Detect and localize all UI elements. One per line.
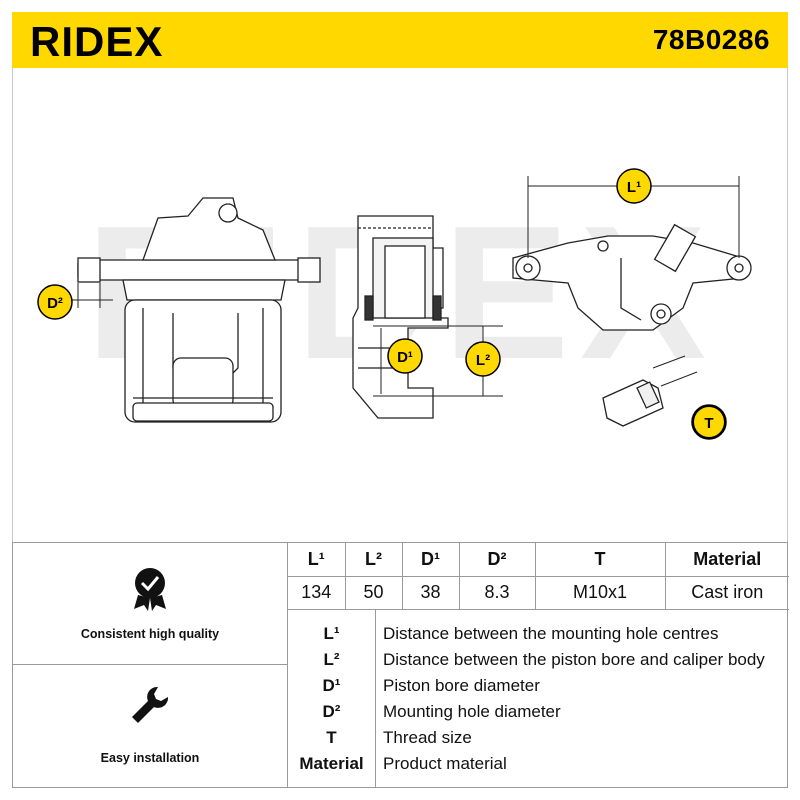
- spec-section: Consistent high quality Easy installatio…: [12, 542, 789, 788]
- legend-row: L² Distance between the piston bore and …: [288, 647, 789, 673]
- spec-value-row: 134 50 38 8.3 M10x1 Cast iron: [288, 575, 789, 610]
- quality-badge-icon: [134, 568, 166, 611]
- svg-text:RIDEX: RIDEX: [30, 18, 163, 62]
- spec-header-t: T: [534, 543, 666, 577]
- legend-symbol: D²: [322, 702, 341, 721]
- svg-text:L¹: L¹: [627, 179, 641, 196]
- spec-header-material: Material: [664, 543, 789, 577]
- svg-text:D²: D²: [47, 295, 63, 312]
- spec-header-d2: D²: [458, 543, 536, 577]
- spec-value-d2: 8.3: [458, 575, 536, 610]
- spec-value-l1: 134: [288, 575, 346, 610]
- thread-fitting-detail: [602, 379, 664, 427]
- legend-row: L¹ Distance between the mounting hole ce…: [288, 621, 789, 647]
- badge-d2: D²: [37, 284, 73, 320]
- caliper-drawing-svg: RIDEX D²: [37, 168, 752, 440]
- spec-table: L¹ L² D¹ D² T Material 134 50 38 8.3 M10…: [288, 543, 789, 610]
- ridex-logo: RIDEX: [30, 18, 163, 62]
- legend-description: Distance between the mounting hole centr…: [383, 624, 719, 643]
- caliper-cross-section: [352, 215, 449, 419]
- svg-text:L²: L²: [476, 352, 490, 369]
- legend-row: T Thread size: [288, 725, 789, 751]
- caliper-side-view: [512, 223, 752, 331]
- spec-value-material: Cast iron: [664, 575, 789, 610]
- spec-header-l1: L¹: [288, 543, 346, 577]
- caliper-front-view: [77, 197, 321, 423]
- spec-header-row: L¹ L² D¹ D² T Material: [288, 543, 789, 577]
- legend-symbol: L²: [323, 650, 340, 669]
- legend-divider: [375, 609, 376, 787]
- legend-description: Thread size: [383, 728, 472, 747]
- legend-symbol: T: [326, 728, 337, 747]
- dimension-legend: L¹ Distance between the mounting hole ce…: [288, 609, 789, 787]
- legend-row: D² Mounting hole diameter: [288, 699, 789, 725]
- technical-drawing: RIDEX D²: [12, 68, 788, 542]
- feature-label-installation: Easy installation: [100, 751, 200, 765]
- legend-row: Material Product material: [288, 751, 789, 777]
- legend-description: Distance between the piston bore and cal…: [383, 650, 765, 669]
- feature-quality: Consistent high quality: [13, 543, 288, 665]
- badge-l2: L²: [465, 341, 501, 377]
- t-dimension: [652, 355, 698, 387]
- svg-text:T: T: [704, 415, 713, 432]
- spec-header-l2: L²: [344, 543, 403, 577]
- header-bar: RIDEX 78B0286: [12, 12, 788, 68]
- spec-header-d1: D¹: [401, 543, 460, 577]
- spec-value-t: M10x1: [534, 575, 666, 610]
- legend-description: Piston bore diameter: [383, 676, 540, 695]
- part-number: 78B0286: [652, 24, 770, 55]
- badge-t: T: [691, 404, 727, 440]
- legend-description: Product material: [383, 754, 507, 773]
- legend-symbol: Material: [299, 754, 364, 773]
- legend-symbol: L¹: [323, 624, 340, 643]
- feature-label-quality: Consistent high quality: [80, 627, 220, 641]
- legend-description: Mounting hole diameter: [383, 702, 561, 721]
- spec-value-d1: 38: [401, 575, 460, 610]
- wrench-icon: [132, 686, 169, 723]
- badge-d1: D¹: [387, 338, 423, 374]
- badge-l1: L¹: [616, 168, 652, 204]
- svg-text:D¹: D¹: [397, 349, 413, 366]
- spec-value-l2: 50: [344, 575, 403, 610]
- feature-installation: Easy installation: [13, 665, 288, 787]
- legend-symbol: D¹: [322, 676, 341, 695]
- legend-row: D¹ Piston bore diameter: [288, 673, 789, 699]
